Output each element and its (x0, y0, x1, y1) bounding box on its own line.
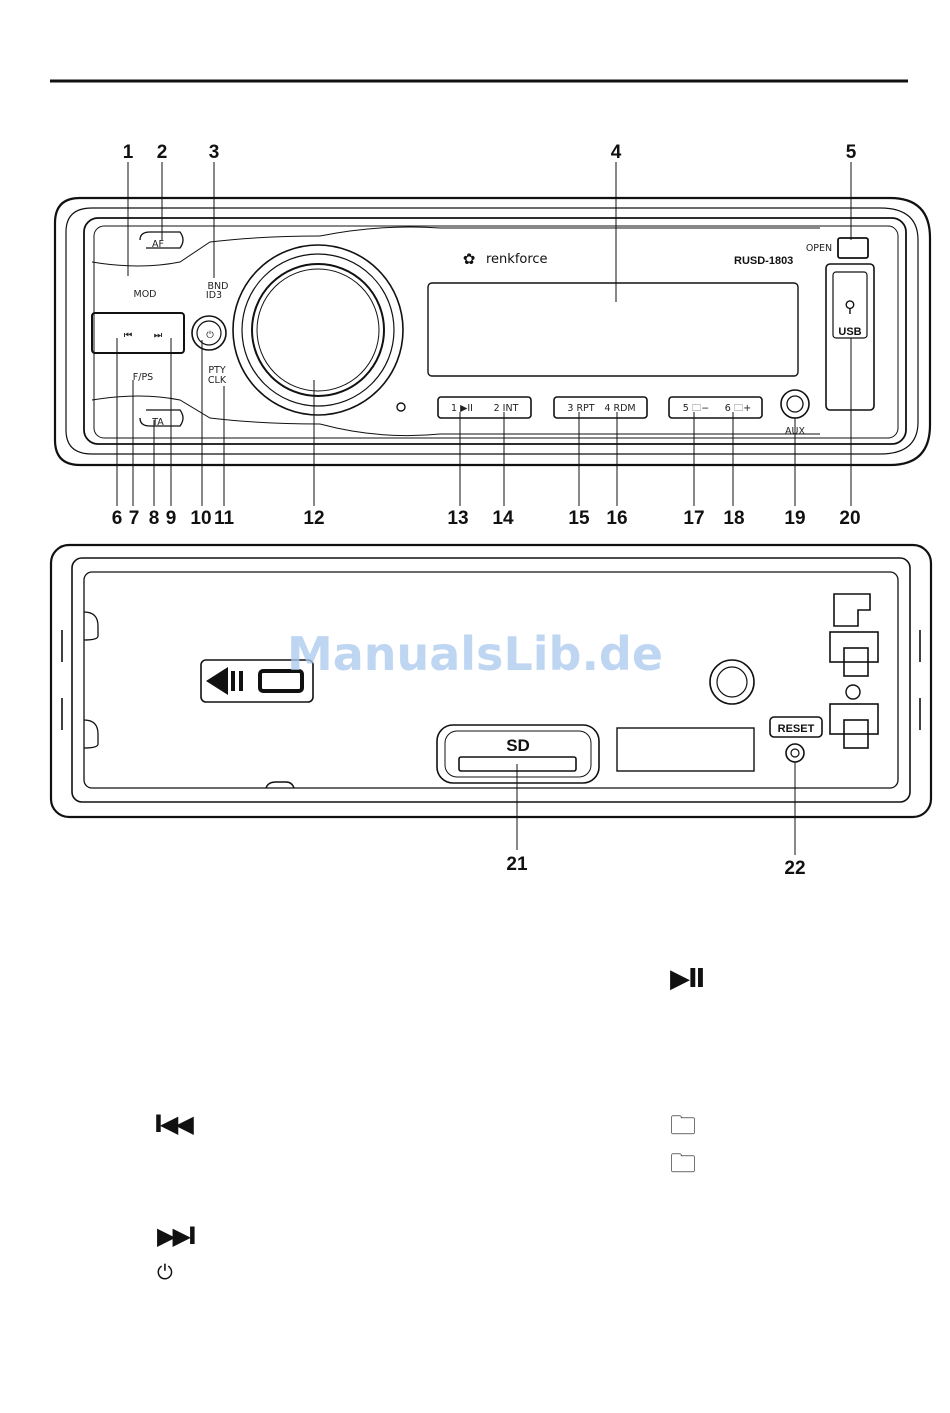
prev-track-icon: ⏮ (124, 330, 133, 341)
preset-2-label: 2 INT (494, 403, 519, 414)
watermark: ManualsLib.de (287, 627, 663, 681)
callout-17: 17 (683, 508, 704, 529)
ta-label: TA (151, 417, 164, 428)
callout-14: 14 (492, 508, 514, 529)
callout-22: 22 (784, 858, 805, 879)
callout-19: 19 (784, 508, 805, 529)
folder-icon-1: 🗀 (670, 1113, 696, 1139)
callout-1: 1 (123, 142, 134, 163)
callout-13: 13 (447, 508, 468, 529)
front-labels: AF MOD BND ID3 F/PS TA PTY CLK ⏮ ⏭ ⏻ ren… (124, 239, 862, 437)
callout-8: 8 (149, 508, 160, 529)
callout-6: 6 (112, 508, 123, 529)
previous-icon: I◀◀ (154, 1112, 191, 1136)
next-icon: ▶▶I (157, 1224, 194, 1248)
open-label: OPEN (806, 243, 832, 254)
eject-arrow-icon (206, 667, 243, 695)
callout-18: 18 (723, 508, 744, 529)
power-legend-icon: ⏻ (157, 1262, 173, 1282)
power-icon: ⏻ (206, 330, 214, 341)
af-label: AF (152, 239, 164, 250)
play-pause-icon: ▶II (670, 966, 703, 992)
reset-label: RESET (778, 723, 815, 735)
folder-icon-2: 🗀 (670, 1151, 696, 1177)
back-panel (51, 545, 931, 817)
preset-3-label: 3 RPT (567, 403, 594, 414)
front-panel (55, 198, 930, 465)
next-track-icon: ⏭ (154, 330, 163, 341)
callout-5: 5 (846, 142, 857, 163)
callout-11: 11 (214, 508, 235, 529)
model-label: RUSD-1803 (734, 255, 793, 267)
callout-10: 10 (190, 508, 211, 529)
callout-9: 9 (166, 508, 177, 529)
preset-4-label: 4 RDM (604, 403, 635, 414)
usb-label: USB (838, 326, 861, 338)
callout-3: 3 (209, 142, 220, 163)
callout-20: 20 (839, 508, 860, 529)
fps-label: F/PS (133, 372, 153, 383)
clk-label: CLK (208, 375, 227, 386)
id3-label: ID3 (206, 290, 222, 301)
usb-icon: ⚲ (844, 297, 856, 316)
callout-15: 15 (568, 508, 590, 529)
preset-6-label: 6 🗀+ (725, 403, 752, 414)
mod-label: MOD (134, 289, 157, 300)
callout-16: 16 (606, 508, 627, 529)
callout-2: 2 (157, 142, 168, 163)
preset-5-label: 5 🗀− (683, 403, 710, 414)
brand-label: renkforce (486, 252, 548, 267)
back-leader-lines (517, 762, 795, 855)
brand-logo-icon: ✿ (463, 250, 476, 268)
callout-12: 12 (303, 508, 324, 529)
callout-21: 21 (506, 854, 528, 875)
callout-7: 7 (129, 508, 140, 529)
sd-label: SD (506, 736, 530, 755)
callout-4: 4 (611, 142, 622, 163)
preset-1-label: 1 ▶II (451, 403, 473, 414)
aux-label: AUX (785, 426, 805, 437)
